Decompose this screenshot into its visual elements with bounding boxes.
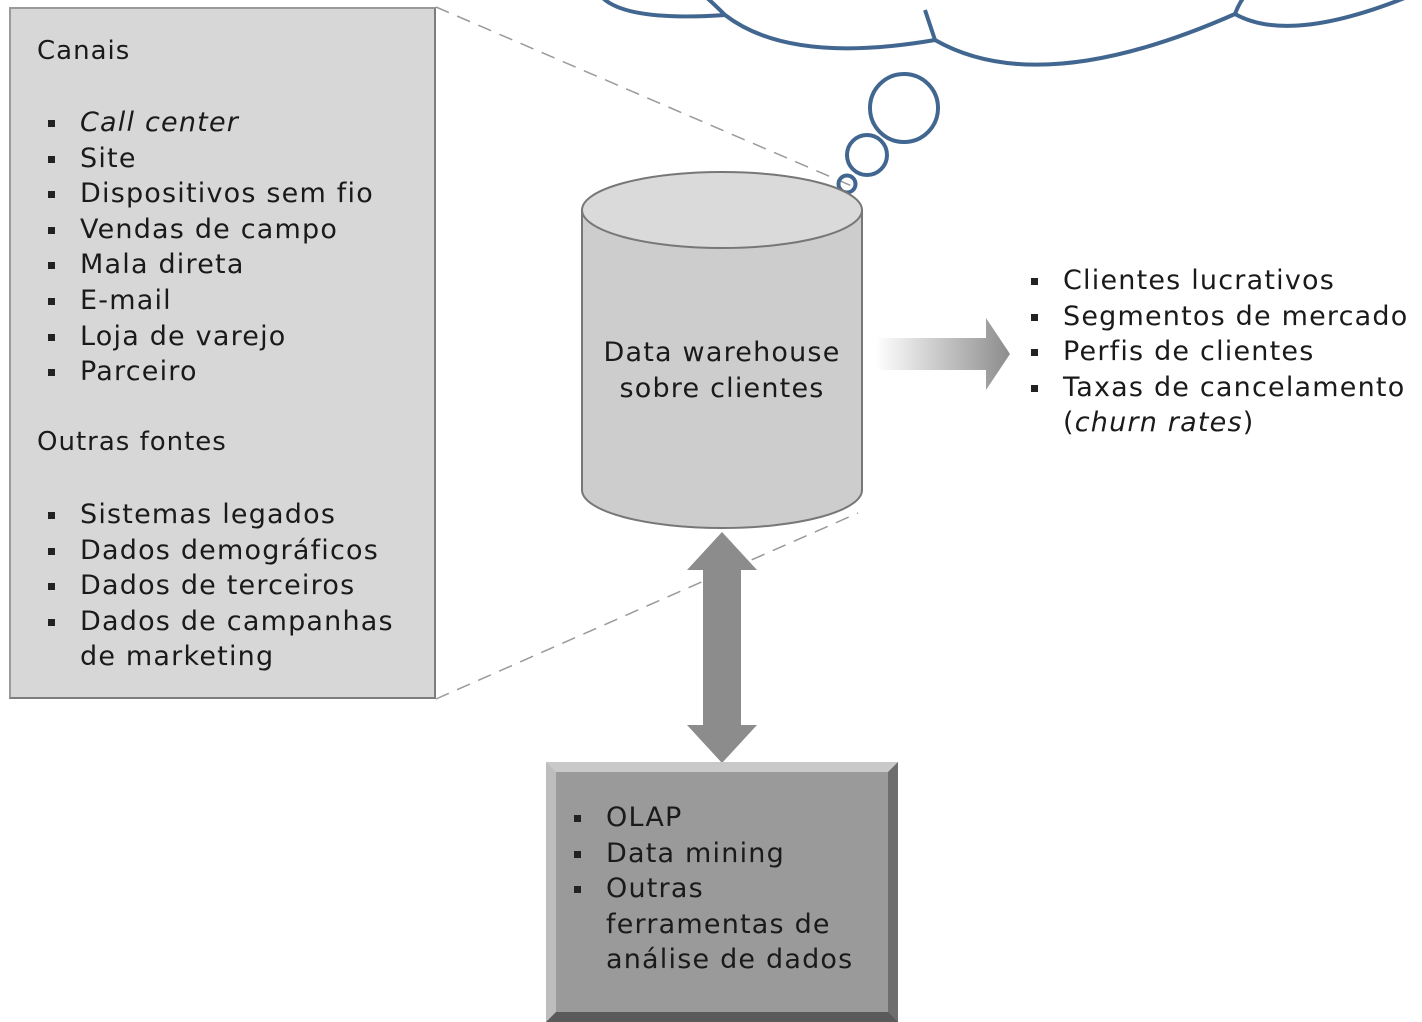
channel-item: Dispositivos sem fio — [47, 176, 374, 212]
output-item: Segmentos de mercado — [1030, 299, 1408, 335]
warehouse-label-line1: Data warehouse — [603, 337, 841, 368]
output-item: Taxas de cancelamento — [1030, 370, 1408, 406]
warehouse-label-line2: sobre clientes — [619, 373, 825, 404]
channel-item: Parceiro — [47, 354, 374, 390]
warehouse-cylinder — [581, 171, 863, 529]
output-item: Perfis de clientes — [1030, 334, 1408, 370]
zoom-line-top — [435, 6, 853, 187]
thought-bubble-large — [868, 72, 940, 144]
other-source-item: Sistemas legados — [47, 497, 394, 533]
channel-item: Site — [47, 141, 374, 177]
other-source-continuation: de marketing — [80, 641, 275, 673]
warehouse-label: Data warehouse sobre clientes — [582, 335, 862, 407]
zoom-line-bottom — [435, 512, 859, 700]
thought-cloud — [602, 0, 1405, 195]
data-sources-panel — [9, 7, 436, 699]
outputs-list: Clientes lucrativos Segmentos de mercado… — [1030, 263, 1408, 441]
output-arrow — [876, 318, 1010, 390]
other-source-item: Dados demográficos — [47, 533, 394, 569]
analysis-tool-item: Data mining — [573, 836, 853, 872]
output-item: Clientes lucrativos — [1030, 263, 1408, 299]
channel-item: Loja de varejo — [47, 319, 374, 355]
analysis-tool-item: Outras — [573, 871, 853, 907]
other-sources-heading: Outras fontes — [37, 427, 227, 457]
thought-bubble-medium — [845, 133, 889, 177]
output-item-continuation: (churn rates) — [1063, 407, 1255, 439]
other-source-item: Dados de campanhas — [47, 604, 394, 640]
channel-item: E-mail — [47, 283, 374, 319]
analysis-tool-continuation: análise de dados — [606, 944, 854, 976]
churn-rates-text: churn rates — [1074, 407, 1243, 439]
channel-item: Vendas de campo — [47, 212, 374, 248]
analysis-tool-continuation: ferramentas de — [606, 908, 831, 940]
other-source-item: Dados de terceiros — [47, 568, 394, 604]
channel-item: Mala direta — [47, 247, 374, 283]
bidirectional-arrow — [687, 532, 757, 763]
channels-heading: Canais — [37, 36, 131, 66]
other-sources-list: Sistemas legados Dados demográficos Dado… — [47, 497, 394, 675]
analysis-tools-list: OLAP Data mining Outras ferramentas de a… — [573, 800, 853, 978]
analysis-tool-item: OLAP — [573, 800, 853, 836]
channel-item: Call center — [47, 105, 374, 141]
channels-list: Call center Site Dispositivos sem fio Ve… — [47, 105, 374, 390]
